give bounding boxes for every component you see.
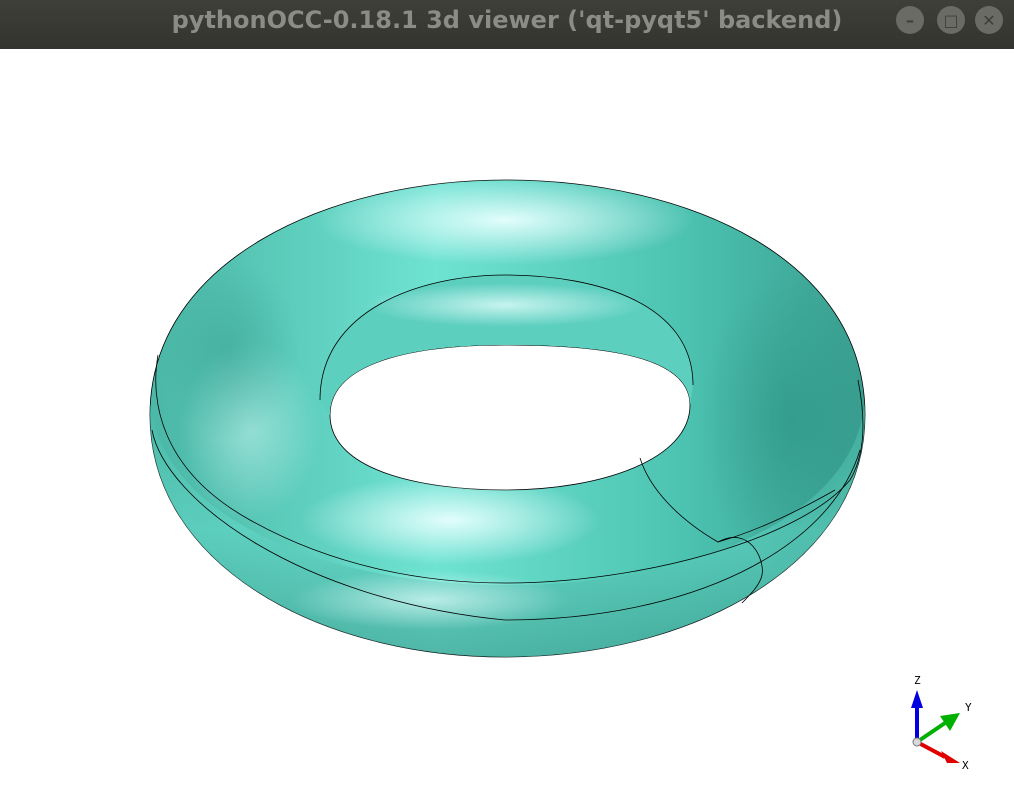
x-axis-line [916, 740, 946, 759]
y-axis-line [915, 721, 947, 744]
origin-marker [912, 737, 922, 747]
minimize-button[interactable]: – [896, 6, 924, 34]
minimize-icon: – [906, 10, 914, 30]
3d-viewport[interactable]: Z Y X [0, 49, 1014, 809]
x-axis-arrow [941, 751, 960, 763]
y-axis-label: Y [965, 701, 972, 714]
x-axis-label: X [962, 759, 969, 772]
z-axis-label: Z [914, 674, 921, 687]
seam-edge-upper [155, 354, 864, 584]
inner-edge [319, 274, 694, 401]
meridian-edge [639, 457, 763, 604]
torus-shape [149, 179, 866, 658]
window-title: pythonOCC-0.18.1 3d viewer ('qt-pyqt5' b… [171, 6, 843, 34]
seam-edge-lower [151, 429, 861, 621]
z-axis-arrow [911, 690, 923, 708]
maximize-icon: □ [943, 10, 959, 30]
y-axis-arrow [940, 713, 960, 731]
close-button[interactable]: ✕ [975, 6, 1003, 34]
title-bar[interactable]: pythonOCC-0.18.1 3d viewer ('qt-pyqt5' b… [0, 0, 1014, 49]
maximize-button[interactable]: □ [937, 6, 965, 34]
axis-triedron: Z Y X [911, 674, 972, 772]
close-icon: ✕ [982, 10, 996, 30]
